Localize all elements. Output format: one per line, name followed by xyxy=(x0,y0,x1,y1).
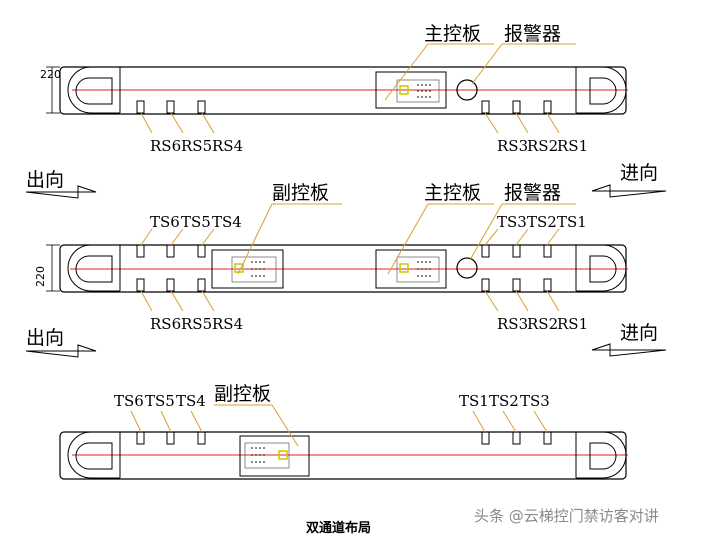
sensor-label: RS6 xyxy=(150,137,181,155)
sensor-label: RS6 xyxy=(150,315,181,333)
sensor-leaders-top xyxy=(140,228,560,246)
pcb-pins xyxy=(251,261,265,277)
entry-label: 进向 xyxy=(620,322,658,344)
sensor-label: TS4 xyxy=(176,392,206,410)
sensor-label: TS2 xyxy=(527,213,557,231)
sensor-label: TS3 xyxy=(497,213,527,231)
sensor-label: TS3 xyxy=(520,392,550,410)
sensor-label: TS5 xyxy=(145,392,175,410)
end-cap-right xyxy=(576,244,627,292)
sensor-label: RS5 xyxy=(181,137,212,155)
main-board xyxy=(375,249,447,289)
sub-board-label: 副控板 xyxy=(214,383,271,405)
slot-right xyxy=(589,442,617,470)
alarm xyxy=(456,79,478,101)
sensor-label: RS1 xyxy=(557,137,588,155)
exit-arrow xyxy=(25,185,97,199)
exit-label: 出向 xyxy=(26,327,64,349)
pcb-chip xyxy=(278,450,288,460)
exit-arrow xyxy=(25,344,97,358)
entry-label: 进向 xyxy=(620,162,658,184)
sensor-leaders xyxy=(130,410,548,433)
sub-board xyxy=(239,435,310,477)
sensor-label: RS5 xyxy=(181,315,212,333)
sensor-label: RS4 xyxy=(212,137,243,155)
sensor-label: TS4 xyxy=(212,213,242,231)
sensor-leaders-bottom xyxy=(140,290,560,312)
dimension-label: 220 xyxy=(34,266,47,287)
sensor-label: RS2 xyxy=(527,315,558,333)
panel-1: 220 主控板 报警器 RS6 RS5 xyxy=(40,23,628,155)
alarm xyxy=(456,257,478,279)
end-cap-left xyxy=(67,66,120,114)
end-cap-left xyxy=(67,431,120,479)
slot-left xyxy=(75,77,113,105)
end-cap-left xyxy=(67,244,120,292)
sensor-label: TS6 xyxy=(150,213,180,231)
sensor-label: RS1 xyxy=(557,315,588,333)
direction-row-2: 出向 进向 xyxy=(25,322,667,358)
dimension-label: 220 xyxy=(40,68,61,81)
sub-board xyxy=(211,249,284,289)
sensors-rs-bottom xyxy=(136,278,552,292)
exit-label: 出向 xyxy=(26,169,64,191)
caption: 双通道布局 xyxy=(306,520,371,536)
sub-board-label: 副控板 xyxy=(272,182,329,204)
sensor-label: RS3 xyxy=(497,315,528,333)
panel-3: 副控板 TS6 TS5 TS4 TS1 TS2 TS3 xyxy=(59,383,628,480)
pcb-pins xyxy=(417,261,431,277)
sensor-label: RS2 xyxy=(527,137,558,155)
slot-left xyxy=(75,255,113,283)
entry-arrow xyxy=(591,184,667,198)
sensor-label: TS6 xyxy=(114,392,144,410)
slot-right xyxy=(589,77,617,105)
slot-right xyxy=(589,255,617,283)
direction-row-1: 出向 进向 xyxy=(25,162,667,199)
pcb-chip xyxy=(399,85,409,95)
slot-left xyxy=(75,442,113,470)
pcb-pins xyxy=(417,84,431,98)
sensor-label: TS2 xyxy=(489,392,519,410)
sensor-label: TS1 xyxy=(459,392,489,410)
sensors-ts-top xyxy=(136,244,552,258)
sensors-ts xyxy=(136,431,552,445)
sensor-label: TS5 xyxy=(181,213,211,231)
main-board-label: 主控板 xyxy=(424,182,481,204)
alarm-label: 报警器 xyxy=(504,182,561,204)
entry-arrow xyxy=(591,343,667,357)
pcb-chip xyxy=(399,263,409,273)
alarm-label: 报警器 xyxy=(504,23,561,45)
pcb-pins xyxy=(251,447,265,463)
sensor-label: RS4 xyxy=(212,315,243,333)
end-cap-right xyxy=(576,66,627,114)
end-cap-right xyxy=(576,431,627,479)
main-board xyxy=(375,71,447,109)
watermark: 头条 @云梯控门禁访客对讲 xyxy=(474,507,659,525)
sensor-leaders xyxy=(140,112,560,134)
panel-2: 220 副控板 主控板 报警器 xyxy=(34,182,628,333)
sensor-label: RS3 xyxy=(497,137,528,155)
sensor-label: TS1 xyxy=(557,213,587,231)
sensors-rs xyxy=(136,100,552,114)
main-board-label: 主控板 xyxy=(424,23,481,45)
